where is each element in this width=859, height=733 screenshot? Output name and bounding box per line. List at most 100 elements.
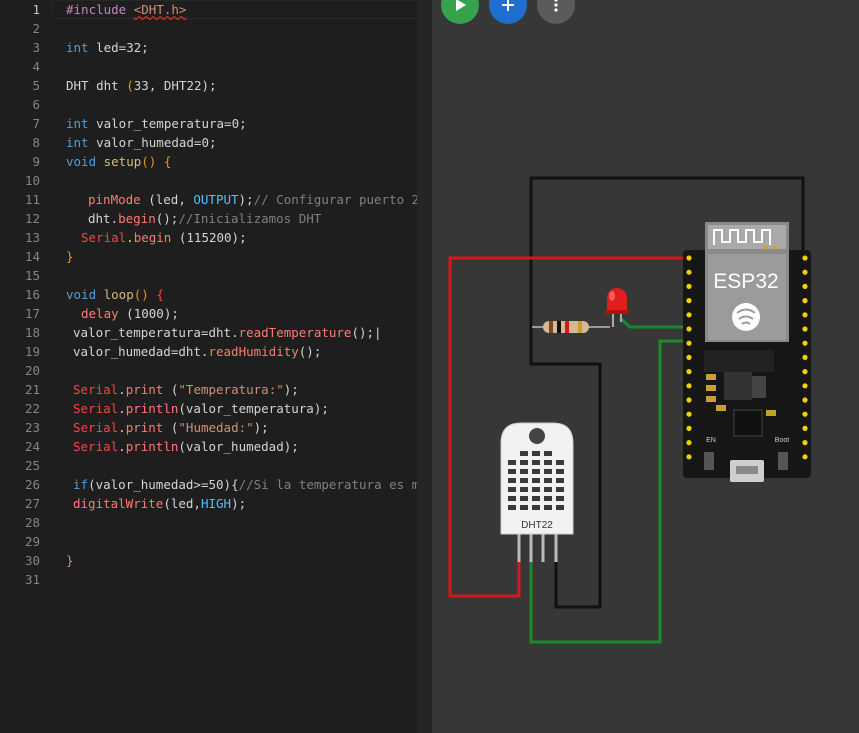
more-vertical-icon xyxy=(554,0,558,12)
line-number: 9 xyxy=(32,154,40,169)
line-number: 1 xyxy=(32,2,40,17)
line-number: 15 xyxy=(24,268,40,283)
code-line-17: delay (1000); xyxy=(81,306,179,321)
pin[interactable] xyxy=(802,283,808,289)
pin[interactable] xyxy=(802,440,808,446)
code-line-24: Serial.println(valor_humedad); xyxy=(73,439,299,454)
line-number: 19 xyxy=(24,344,40,359)
line-number: 30 xyxy=(24,553,40,568)
red-led[interactable] xyxy=(605,288,629,327)
pin[interactable] xyxy=(686,369,692,375)
line-number: 31 xyxy=(24,572,40,587)
pin[interactable] xyxy=(686,312,692,318)
code-line-12: dht.begin();//Inicializamos DHT xyxy=(88,211,322,226)
pin[interactable] xyxy=(802,383,808,389)
code-line-18: valor_temperatura=dht.readTemperature();… xyxy=(73,325,382,340)
line-number: 24 xyxy=(24,439,40,454)
pin[interactable] xyxy=(686,298,692,304)
line-number: 29 xyxy=(24,534,40,549)
pin[interactable] xyxy=(802,269,808,275)
svg-text:Boot: Boot xyxy=(775,437,789,444)
pin[interactable] xyxy=(686,269,692,275)
line-number: 5 xyxy=(32,78,40,93)
line-number: 25 xyxy=(24,458,40,473)
code-line-23: Serial.print ("Humedad:"); xyxy=(73,420,269,435)
pin[interactable] xyxy=(802,298,808,304)
line-number: 10 xyxy=(24,173,40,188)
code-line-16: void loop() { xyxy=(66,287,164,302)
black-wire-top[interactable] xyxy=(529,176,805,609)
line-number: 6 xyxy=(32,97,40,112)
line-number: 4 xyxy=(32,59,40,74)
pin[interactable] xyxy=(686,283,692,289)
red-wire[interactable] xyxy=(448,256,690,598)
code-line-11: pinMode (led, OUTPUT);// Configurar puer… xyxy=(88,192,420,207)
pin[interactable] xyxy=(802,454,808,460)
pin[interactable] xyxy=(686,397,692,403)
pin[interactable] xyxy=(686,340,692,346)
pin[interactable] xyxy=(802,411,808,417)
code-line-9: void setup() { xyxy=(66,154,172,169)
code-line-19: valor_humedad=dht.readHumidity(); xyxy=(73,344,322,359)
left-pin-header xyxy=(686,255,692,460)
editor-scrollbar[interactable] xyxy=(417,0,432,733)
line-number: 26 xyxy=(24,477,40,492)
pin[interactable] xyxy=(802,255,808,261)
line-number: 7 xyxy=(32,116,40,131)
pin[interactable] xyxy=(802,326,808,332)
play-icon xyxy=(456,0,466,11)
code-line-30: } xyxy=(66,553,74,568)
code-line-1: #include <DHT.h> xyxy=(66,2,187,17)
esp32-label: ESP32 xyxy=(713,270,778,293)
pin[interactable] xyxy=(802,312,808,318)
right-pin-header xyxy=(802,255,808,460)
en-button[interactable] xyxy=(704,452,714,470)
green-wire-led[interactable] xyxy=(618,316,689,329)
pin[interactable] xyxy=(686,411,692,417)
pin[interactable] xyxy=(802,354,808,360)
code-line-21: Serial.print ("Temperatura:"); xyxy=(73,382,299,397)
line-number: 12 xyxy=(24,211,40,226)
line-number: 28 xyxy=(24,515,40,530)
line-number: 16 xyxy=(24,287,40,302)
line-number: 23 xyxy=(24,420,40,435)
pin[interactable] xyxy=(686,255,692,261)
line-number: 13 xyxy=(24,230,40,245)
boot-button[interactable] xyxy=(778,452,788,470)
code-line-26: if(valor_humedad>=50){//Si la temperatur… xyxy=(73,477,427,492)
line-number: 2 xyxy=(32,21,40,36)
pin[interactable] xyxy=(686,454,692,460)
line-number: 18 xyxy=(24,325,40,340)
pin[interactable] xyxy=(802,340,808,346)
pin[interactable] xyxy=(686,440,692,446)
pin[interactable] xyxy=(802,425,808,431)
pin[interactable] xyxy=(686,326,692,332)
line-number: 17 xyxy=(24,306,40,321)
code-line-3: int led=32; xyxy=(66,40,149,55)
esp32-board[interactable]: ESP32 EN Boot xyxy=(683,222,811,482)
line-number: 8 xyxy=(32,135,40,150)
code-line-22: Serial.println(valor_temperatura); xyxy=(73,401,329,416)
circuit-diagram: ESP32 EN Boot DHT22 xyxy=(448,176,811,644)
line-number: 14 xyxy=(24,249,40,264)
line-number: 27 xyxy=(24,496,40,511)
svg-text:EN: EN xyxy=(706,437,716,444)
pin[interactable] xyxy=(802,397,808,403)
pin[interactable] xyxy=(686,383,692,389)
plus-icon xyxy=(502,0,514,11)
dht22-label: DHT22 xyxy=(521,520,553,531)
line-number: 11 xyxy=(24,192,40,207)
line-number: 22 xyxy=(24,401,40,416)
line-number: 20 xyxy=(24,363,40,378)
pin[interactable] xyxy=(686,425,692,431)
line-number: 21 xyxy=(24,382,40,397)
line-number: 3 xyxy=(32,40,40,55)
resistor[interactable] xyxy=(543,321,589,333)
green-wire-sensor[interactable] xyxy=(529,339,689,644)
pin[interactable] xyxy=(686,354,692,360)
pin[interactable] xyxy=(802,369,808,375)
code-line-8: int valor_humedad=0; xyxy=(66,135,217,150)
dht22-sensor[interactable]: DHT22 xyxy=(500,422,574,562)
